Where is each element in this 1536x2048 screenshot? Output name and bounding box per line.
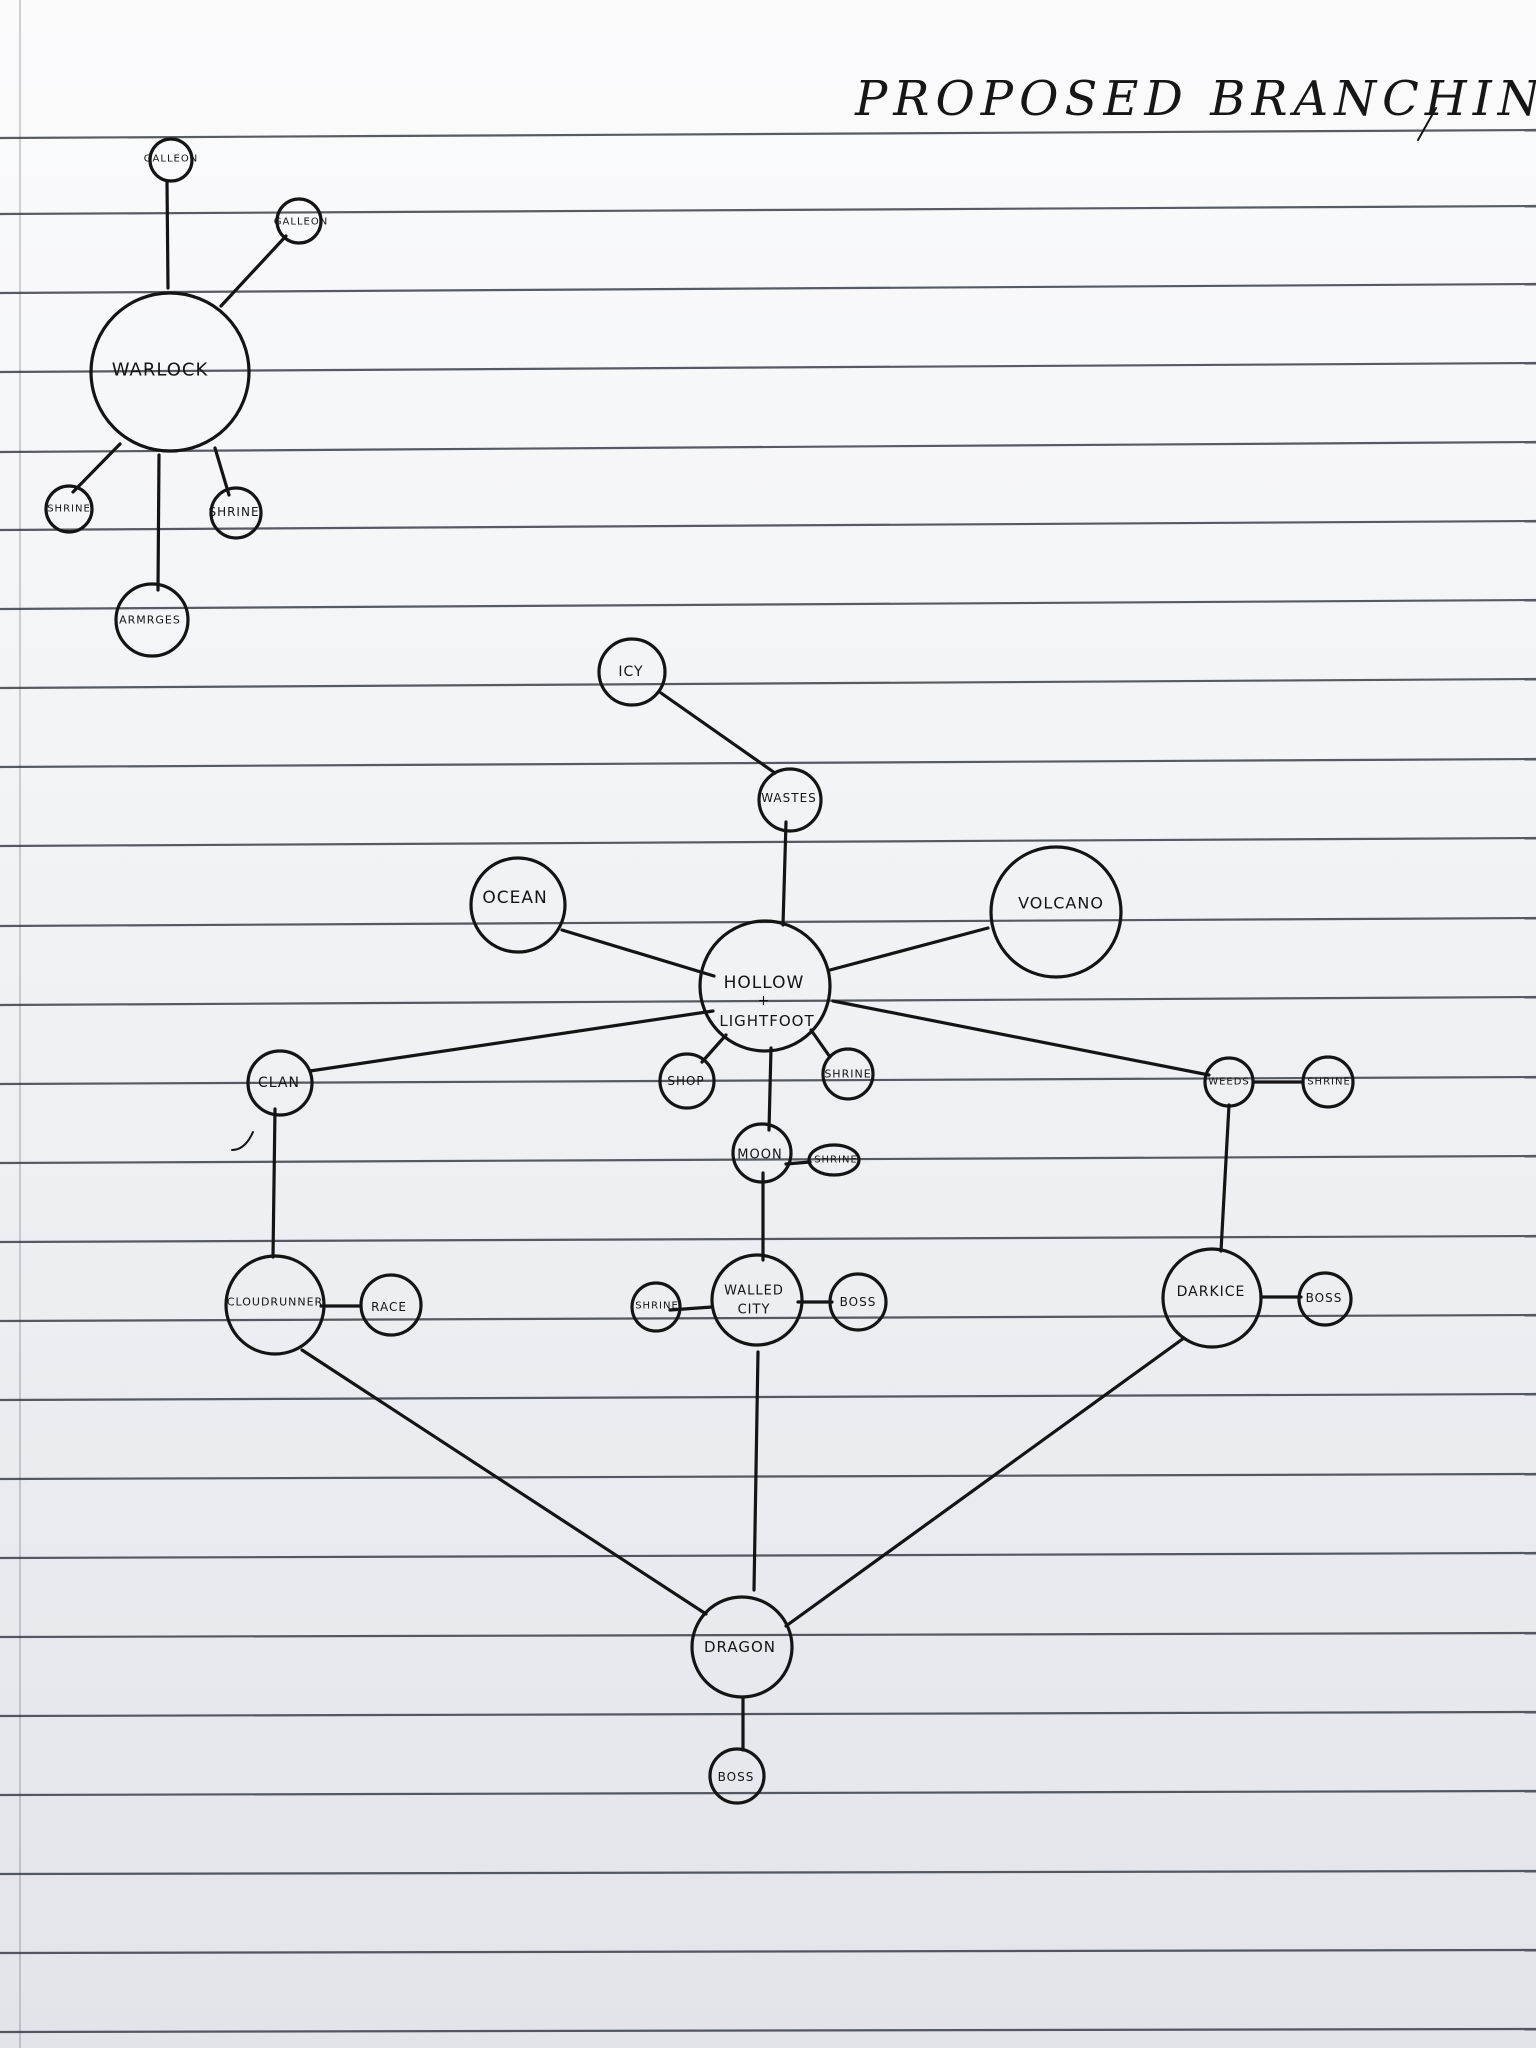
walled-city-node: WALLED CITY — [710, 1253, 804, 1347]
svg-text:ARMRGES: ARMRGES — [119, 614, 181, 627]
galleon-node-right: GALLEON — [274, 197, 328, 245]
shrine-node-weeds: SHRINE — [1301, 1055, 1355, 1109]
svg-text:OCEAN: OCEAN — [482, 888, 547, 908]
hollow-lightfoot-node: HOLLOW + LIGHTFOOT — [698, 919, 832, 1053]
darkice-node: DARKICE — [1161, 1247, 1263, 1349]
title-underline-stroke — [1417, 107, 1437, 141]
race-node: RACE — [359, 1273, 423, 1337]
svg-text:SHRINE: SHRINE — [824, 1068, 871, 1081]
icy-node: ICY — [597, 637, 667, 707]
warlock-label: WARLOCK — [112, 360, 209, 381]
weeds-node: WEEDS — [1203, 1056, 1255, 1108]
cloudrunner-node: CLOUDRUNNER — [224, 1254, 326, 1356]
svg-text:SHRINE: SHRINE — [1307, 1077, 1351, 1088]
galleon-node-top: GALLEON — [144, 137, 198, 183]
svg-text:SHRINE: SHRINE — [47, 504, 91, 515]
svg-text:SHOP: SHOP — [667, 1074, 704, 1088]
ruled-lines — [0, 128, 1536, 2034]
svg-text:WEEDS: WEEDS — [1208, 1077, 1250, 1088]
svg-text:BOSS: BOSS — [718, 1770, 755, 1784]
svg-text:WASTES: WASTES — [761, 791, 817, 805]
shrine-node-left: SHRINE — [44, 484, 94, 534]
shrine-node-hollow: SHRINE — [821, 1047, 875, 1101]
svg-text:SHRINE: SHRINE — [814, 1155, 858, 1166]
svg-text:DRAGON: DRAGON — [704, 1638, 776, 1656]
svg-text:HOLLOW: HOLLOW — [724, 973, 805, 993]
armrges-node: ARMRGES — [114, 582, 190, 658]
svg-text:WALLED: WALLED — [724, 1284, 784, 1299]
boss-node-city: BOSS — [828, 1272, 888, 1332]
page-title: PROPOSED BRANCHING — [854, 71, 1536, 127]
warlock-cluster: WARLOCK GALLEON GALLEON SHRINE SHRINE AR… — [44, 137, 328, 658]
svg-text:CITY: CITY — [738, 1303, 771, 1318]
svg-text:SHRINE: SHRINE — [635, 1301, 679, 1312]
svg-text:CLOUDRUNNER: CLOUDRUNNER — [227, 1296, 323, 1309]
shop-node: SHOP — [658, 1052, 716, 1110]
dragon-node: DRAGON — [690, 1595, 794, 1699]
ocean-node: OCEAN — [469, 856, 567, 954]
wastes-node: WASTES — [757, 767, 823, 833]
warlock-node: WARLOCK — [89, 291, 251, 453]
boss-node-darkice: BOSS — [1297, 1271, 1353, 1327]
boss-node-final: BOSS — [708, 1747, 766, 1805]
volcano-node: VOLCANO — [989, 845, 1123, 979]
shrine-node-right: SHRINE — [208, 486, 263, 540]
svg-text:GALLEON: GALLEON — [144, 154, 198, 165]
clan-node: CLAN — [246, 1049, 314, 1117]
svg-text:LIGHTFOOT: LIGHTFOOT — [719, 1012, 814, 1030]
svg-text:SHRINE: SHRINE — [208, 505, 259, 519]
moon-node: MOON — [731, 1122, 793, 1184]
svg-text:VOLCANO: VOLCANO — [1018, 894, 1104, 913]
warlock-edges — [71, 179, 288, 592]
svg-text:MOON: MOON — [737, 1148, 782, 1163]
svg-text:GALLEON: GALLEON — [274, 217, 328, 228]
svg-text:CLAN: CLAN — [258, 1075, 300, 1091]
svg-text:ICY: ICY — [618, 664, 643, 680]
main-map-edges — [231, 691, 1305, 1752]
svg-text:RACE: RACE — [371, 1300, 407, 1314]
main-map: ICY WASTES OCEAN VOLCANO HOLLOW + LIGHTF… — [224, 637, 1355, 1805]
svg-text:BOSS: BOSS — [1306, 1291, 1343, 1305]
svg-text:DARKICE: DARKICE — [1177, 1284, 1246, 1300]
shrine-node-moon: SHRINE — [807, 1143, 861, 1177]
svg-text:BOSS: BOSS — [840, 1295, 877, 1309]
shrine-node-city: SHRINE — [630, 1281, 682, 1333]
svg-text:+: + — [758, 993, 771, 1009]
